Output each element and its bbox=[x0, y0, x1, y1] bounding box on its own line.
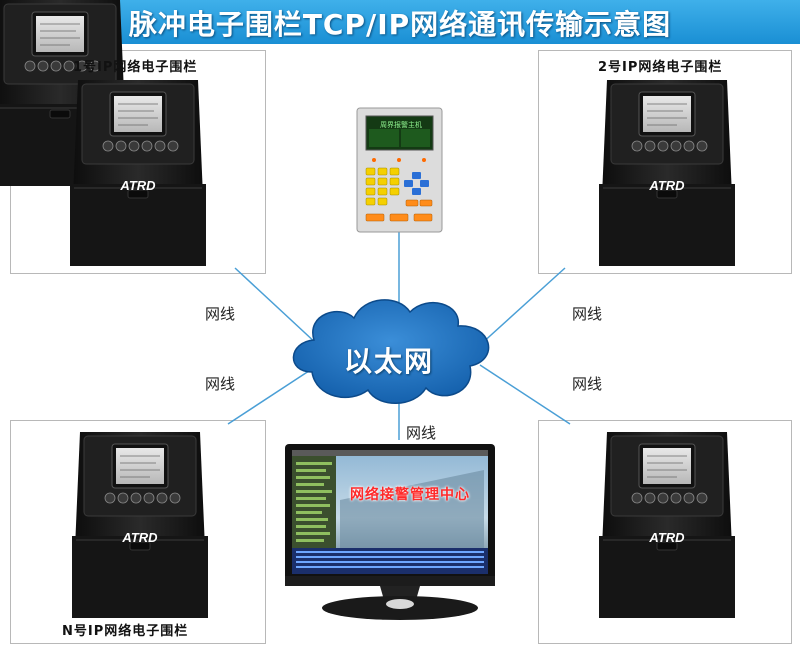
keypad-host bbox=[356, 107, 443, 233]
wire-label-upper-right: 网线 bbox=[572, 305, 603, 323]
wire-label-lower-left: 网线 bbox=[205, 375, 236, 393]
wire-bottom-right bbox=[479, 364, 571, 425]
keypad-title: 周界报警主机 bbox=[380, 121, 422, 129]
wire-top-right bbox=[479, 267, 566, 346]
ethernet-cloud bbox=[292, 299, 490, 404]
fence-device-4 bbox=[598, 431, 736, 619]
fence-device-2 bbox=[598, 79, 736, 267]
device-brand-logo-4: ATRD bbox=[648, 530, 685, 545]
cloud-label: 以太网 bbox=[344, 345, 435, 378]
wire-bottom-left bbox=[227, 364, 319, 425]
fence-device-n bbox=[71, 431, 209, 619]
diagram-title: 脉冲电子围栏TCP/IP网络通讯传输示意图 bbox=[128, 8, 672, 41]
device-brand-logo-2: ATRD bbox=[648, 178, 685, 193]
label-device-n: N号IP网络电子围栏 bbox=[62, 624, 189, 639]
label-device-2: 2号IP网络电子围栏 bbox=[598, 60, 723, 75]
wire-label-lower-right: 网线 bbox=[572, 375, 603, 393]
device-brand-logo-3: ATRD bbox=[121, 530, 158, 545]
wire-top-left bbox=[234, 267, 319, 346]
title-bar bbox=[0, 0, 800, 44]
device-brand-logo-1: ATRD bbox=[119, 178, 156, 193]
monitor-screen-title: 网络接警管理中心 bbox=[350, 487, 470, 503]
label-device-1: 1号IP网络电子围栏 bbox=[73, 60, 198, 75]
monitor bbox=[285, 444, 495, 620]
fence-device-1 bbox=[69, 79, 207, 267]
wire-label-upper-left: 网线 bbox=[205, 305, 236, 323]
wire-label-monitor: 网线 bbox=[406, 424, 437, 442]
wires bbox=[227, 232, 571, 440]
